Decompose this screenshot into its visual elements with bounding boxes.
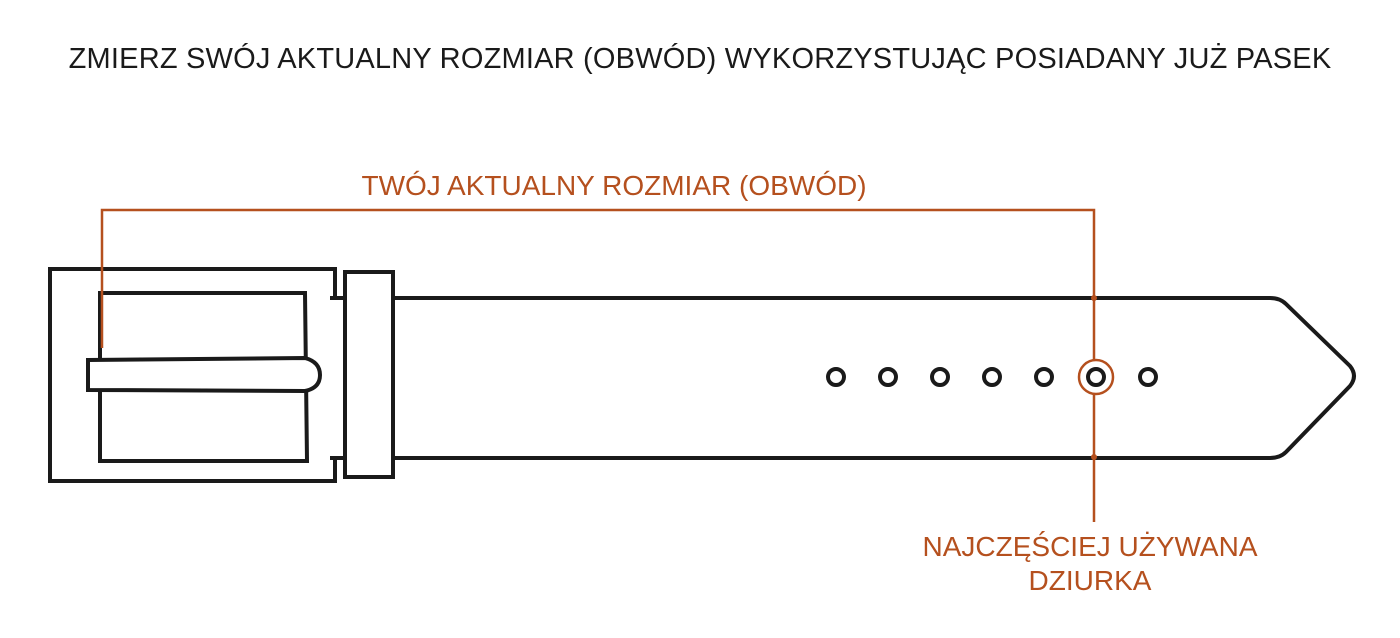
belt-hole [878, 367, 898, 387]
belt-hole [826, 367, 846, 387]
hole-label-line1: NAJCZĘŚCIEJ UŻYWANA [922, 531, 1258, 562]
belt-hole-highlighted [1077, 358, 1115, 396]
bracket-tick-bottom [1091, 454, 1097, 460]
hole-label-line2: DZIURKA [1028, 565, 1152, 596]
belt-hole [930, 367, 950, 387]
belt-holes [826, 358, 1158, 396]
measurement-bracket [100, 208, 1096, 360]
belt-hole [1138, 367, 1158, 387]
hole-label: NAJCZĘŚCIEJ UŻYWANA DZIURKA [880, 530, 1300, 598]
bracket-tick-top [1091, 295, 1097, 301]
measurement-label: TWÓJ AKTUALNY ROZMIAR (OBWÓD) [361, 170, 867, 201]
belt-hole [982, 367, 1002, 387]
belt-keeper [343, 270, 395, 479]
buckle-prong [86, 355, 323, 394]
belt-hole [1034, 367, 1054, 387]
diagram-title: ZMIERZ SWÓJ AKTUALNY ROZMIAR (OBWÓD) WYK… [68, 43, 1332, 75]
